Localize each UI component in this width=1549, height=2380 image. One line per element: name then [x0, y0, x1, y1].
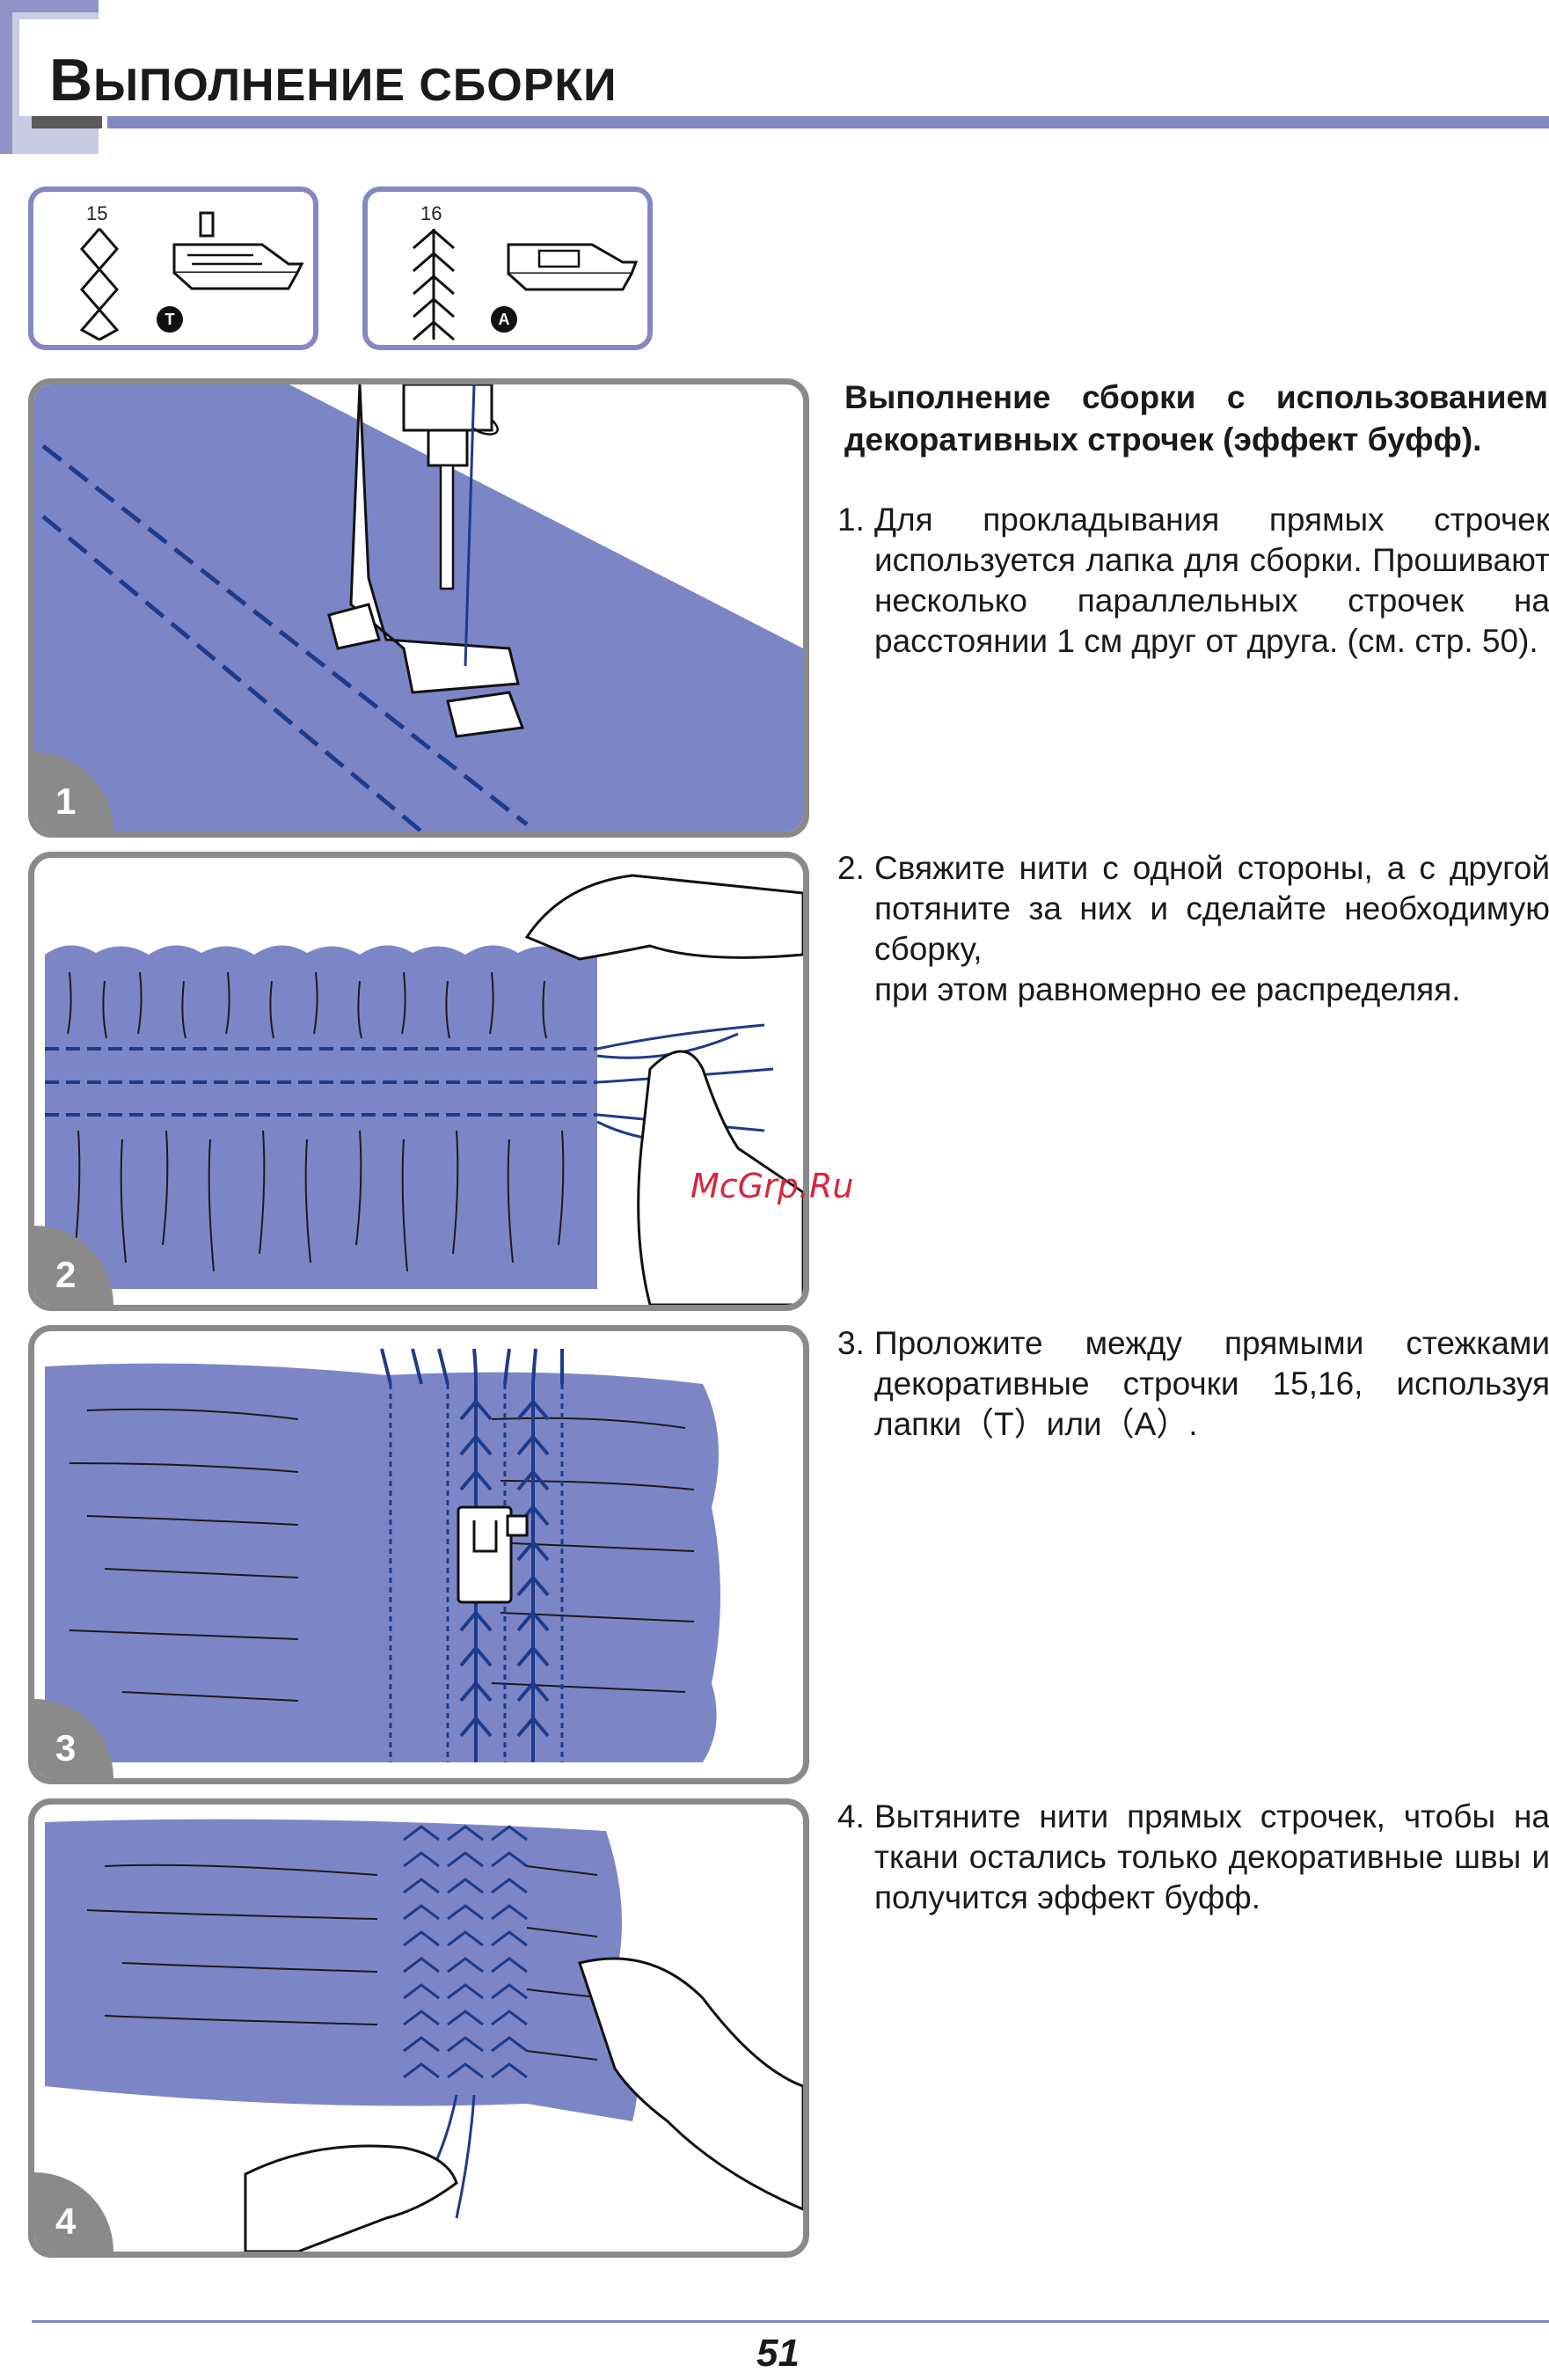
step-text: Для прокладывания прямых строчек использ…	[874, 502, 1549, 659]
step-illustration-3: 3	[28, 1325, 809, 1784]
step-text: Свяжите нити с одной стороны, а с другой…	[874, 850, 1549, 967]
step-illustration-2: 2	[28, 852, 809, 1311]
step-number: 3.	[837, 1325, 865, 1361]
step-number: 1.	[837, 502, 865, 538]
stitch-card-15: 15 T	[28, 187, 318, 350]
watermark: McGrp.Ru	[690, 1167, 854, 1205]
header-bar-gray	[32, 116, 102, 128]
stitch-15-pattern-icon	[79, 228, 120, 341]
page-title: ВЫПОЛНЕНИЕ СБОРКИ	[49, 46, 617, 114]
step-badge: 2	[34, 1226, 113, 1305]
page-title-rest: ЫПОЛНЕНИЕ СБОРКИ	[93, 60, 617, 111]
step-text: Вытяните нити прямых строчек, чтобы на т…	[874, 1798, 1549, 1915]
step-number: 4.	[837, 1798, 865, 1834]
stitch-number: 15	[86, 202, 108, 224]
step-illustration-4: 4	[28, 1798, 809, 2258]
header-corner-frame	[0, 0, 99, 154]
stitch-number: 16	[420, 202, 442, 224]
presser-foot-t-icon	[172, 211, 304, 290]
header-corner-fill	[19, 19, 99, 116]
header-bar-blue	[107, 116, 1549, 128]
sewing-foot-straight-stitch-illustration	[34, 384, 803, 831]
step-3: 3. Проложите между прямыми стежками деко…	[837, 1323, 1549, 1445]
step-2: 2. Свяжите нити с одной стороны, а с дру…	[837, 848, 1549, 1010]
step-number: 2.	[837, 850, 865, 886]
stitch-card-16: 16 A	[362, 187, 653, 350]
step-illustration-1: 1	[28, 378, 809, 838]
presser-foot-a-icon	[507, 243, 639, 291]
stitch-16-pattern-icon	[413, 229, 455, 341]
finished-smocking-illustration	[45, 1819, 803, 2252]
step-text: Проложите между прямыми стежками декорат…	[874, 1325, 1549, 1442]
footer-rule	[32, 2320, 1549, 2323]
section-title: Выполнение сборки с использованием декор…	[844, 379, 1548, 458]
page-number: 51	[756, 2332, 800, 2375]
step-4: 4. Вытяните нити прямых строчек, чтобы н…	[837, 1797, 1549, 1918]
gathered-fabric-pulling-threads-illustration	[45, 874, 803, 1305]
decorative-stitching-illustration	[45, 1348, 720, 1762]
foot-letter-badge: A	[491, 306, 517, 333]
step-text-continued: при этом равномерно ее распределяя.	[874, 971, 1461, 1007]
foot-letter-badge: T	[157, 306, 183, 333]
page-title-initial: В	[49, 47, 94, 114]
step-1: 1. Для прокладывания прямых строчек испо…	[837, 500, 1549, 662]
